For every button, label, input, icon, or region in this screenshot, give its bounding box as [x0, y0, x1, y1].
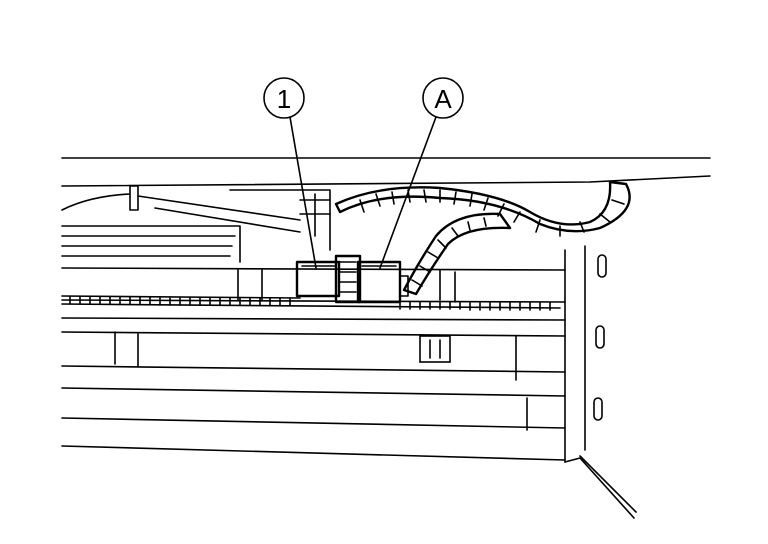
callout-1-label: 1	[277, 84, 291, 114]
left-bracket	[61, 185, 331, 301]
connector-a	[334, 254, 409, 304]
frame-members	[61, 267, 566, 461]
callout-a: A	[379, 77, 464, 269]
right-post	[439, 245, 637, 519]
callout-1: 1	[263, 77, 317, 269]
upper-panel	[61, 157, 711, 187]
wire-harness	[334, 180, 631, 296]
hatched-strip	[61, 295, 561, 311]
callout-a-label: A	[434, 84, 452, 114]
connector-1	[295, 260, 341, 298]
